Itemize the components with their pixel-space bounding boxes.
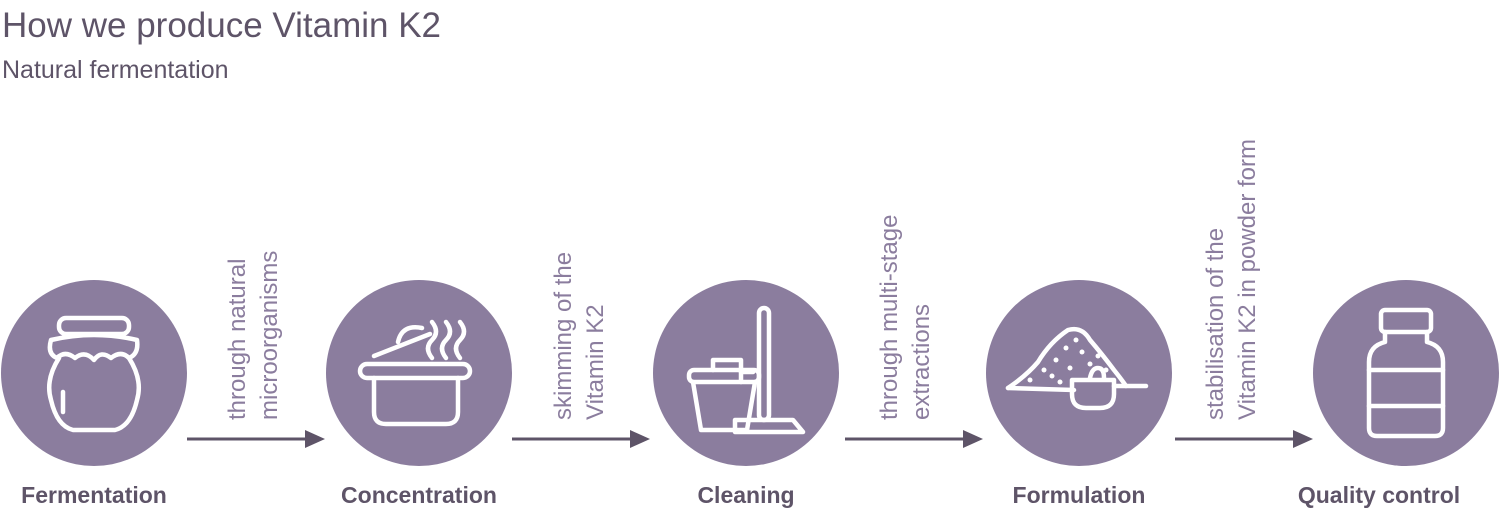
steaming-pot-icon (357, 319, 473, 427)
step-label-concentration: Concentration (341, 482, 497, 508)
step-label-formulation: Formulation (1012, 482, 1146, 508)
formulation-circle (986, 280, 1172, 466)
arrow-4 (1175, 430, 1313, 448)
transition-text-4: stabilisation of the Vitamin K2 in powde… (1200, 139, 1264, 420)
transition-2-line-1: skimming of the (550, 251, 577, 420)
transition-text-1: through natural microorganisms (222, 251, 286, 420)
bucket-mop-icon (686, 305, 806, 435)
transition-text-2: skimming of the Vitamin K2 (548, 252, 612, 420)
step-label-fermentation: Fermentation (21, 482, 167, 508)
step-label-cleaning: Cleaning (697, 482, 795, 508)
cleaning-circle (653, 280, 839, 466)
transition-1-line-2: microorganisms (256, 250, 283, 420)
step-label-quality-control: Quality control (1297, 482, 1461, 508)
transition-4-line-2: Vitamin K2 in powder form (1234, 138, 1261, 420)
transition-3-line-2: extractions (908, 303, 935, 420)
jar-icon (47, 315, 141, 433)
arrow-2 (512, 430, 650, 448)
arrow-1 (187, 430, 325, 448)
transition-2-line-2: Vitamin K2 (582, 304, 609, 420)
transition-4-line-1: stabilisation of the (1202, 227, 1229, 420)
transition-3-line-1: through multi-stage (876, 214, 903, 420)
supplement-bottle-icon (1366, 307, 1446, 439)
page-subtitle: Natural fermentation (2, 56, 229, 84)
concentration-circle (326, 280, 512, 466)
transition-text-3: through multi-stage extractions (874, 215, 938, 420)
quality-control-circle (1313, 280, 1499, 466)
fermentation-circle (1, 280, 187, 466)
transition-1-line-1: through natural (224, 258, 251, 420)
powder-scoop-icon (1005, 326, 1149, 411)
page-title: How we produce Vitamin K2 (2, 6, 442, 45)
arrow-3 (845, 430, 983, 448)
